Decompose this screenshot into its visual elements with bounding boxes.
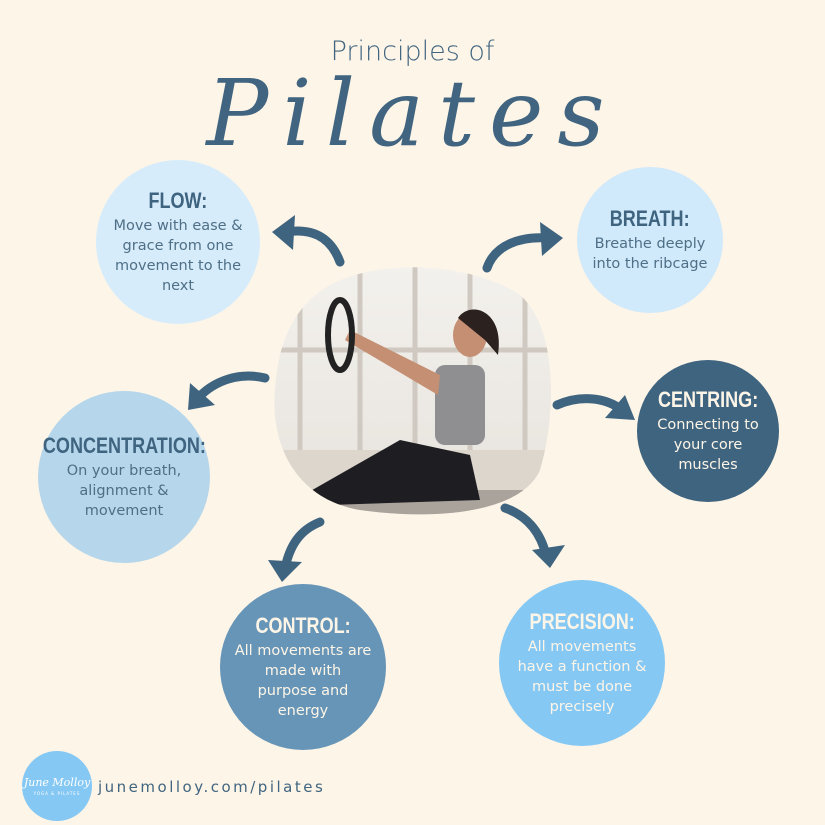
principle-heading: CONCENTRATION: bbox=[42, 433, 206, 458]
arrow-to-centring bbox=[552, 394, 627, 415]
arrowhead-breath bbox=[540, 222, 563, 256]
arrowhead-precision bbox=[532, 545, 565, 568]
arrowhead-concentration bbox=[188, 383, 215, 410]
principle-text: All movements are made with purpose and … bbox=[234, 643, 372, 719]
title-line-1: Principles of bbox=[330, 36, 495, 67]
principle-heading: CENTRING: bbox=[657, 387, 759, 412]
arrowhead-flow bbox=[272, 215, 295, 250]
pilates-photo bbox=[274, 267, 552, 515]
arrowheads bbox=[188, 215, 635, 582]
principle-heading: CONTROL: bbox=[255, 613, 351, 638]
principle-precision: PRECISION: All movements have a function… bbox=[499, 580, 665, 746]
principle-text: On your breath, alignment & movement bbox=[66, 463, 182, 519]
principle-breath: BREATH: Breathe deeply into the ribcage bbox=[577, 167, 723, 313]
title-script: Pilates bbox=[206, 60, 619, 167]
logo-tagline: YOGA & PILATES bbox=[33, 790, 81, 796]
principle-heading: PRECISION: bbox=[529, 609, 635, 634]
principle-concentration: CONCENTRATION: On your breath, alignment… bbox=[38, 391, 210, 563]
arrowhead-control bbox=[268, 560, 302, 582]
arrow-to-breath bbox=[482, 233, 553, 273]
website-url[interactable]: junemolloy.com/pilates bbox=[98, 778, 326, 796]
brand-logo: June Molloy YOGA & PILATES bbox=[22, 751, 92, 821]
principle-text: Move with ease & grace from one movement… bbox=[113, 218, 243, 294]
arrow-to-precision bbox=[500, 503, 551, 560]
arrowhead-centring bbox=[605, 395, 635, 420]
principle-text: All movements have a function & must be … bbox=[517, 639, 647, 715]
arrow-to-concentration bbox=[193, 371, 270, 403]
logo-name: June Molloy bbox=[23, 775, 91, 789]
principle-heading: FLOW: bbox=[148, 188, 208, 213]
principle-text: Connecting to your core muscles bbox=[657, 417, 759, 473]
principle-centring: CENTRING: Connecting to your core muscle… bbox=[637, 360, 779, 502]
principle-flow: FLOW: Move with ease & grace from one mo… bbox=[96, 160, 260, 324]
principle-heading: BREATH: bbox=[610, 206, 690, 231]
principle-control: CONTROL: All movements are made with pur… bbox=[220, 584, 386, 750]
principle-text: Breathe deeply into the ribcage bbox=[592, 236, 708, 272]
arrow-to-control bbox=[280, 517, 325, 573]
